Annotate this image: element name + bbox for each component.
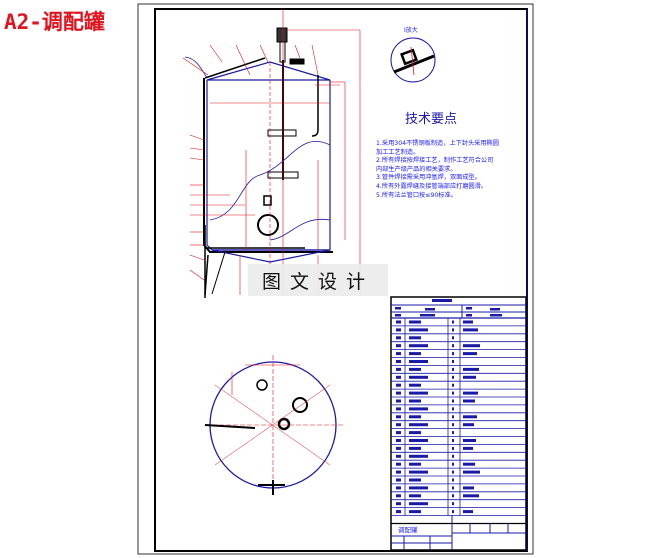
note-line: 5.所有法兰管口按≤90标准。 [376, 191, 457, 199]
outer-frame [137, 3, 534, 555]
tank-plan-view [204, 355, 345, 495]
note-line: 3.管件焊接需采用冲氩焊，双面成型。 [376, 174, 481, 182]
note-line: 2.所有焊接按焊接工艺，制作工艺符合公司 [376, 157, 494, 165]
tank-elevation [184, 27, 333, 298]
note-line: 内部生产级产品的相关要求。 [376, 165, 457, 173]
note-line: 1.采用304不锈钢板制造，上下封头采用椭圆 [376, 140, 499, 147]
dimension-lines [182, 10, 361, 295]
watermark: 图文设计 [248, 264, 388, 296]
note-line: 4.所有外露焊缝及接管端部应打磨圆滑。 [376, 182, 488, 190]
page-title: A2-调配罐 [4, 10, 105, 34]
detail-view-circle [390, 37, 436, 83]
bill-of-materials-table [390, 296, 527, 551]
detail-view-label: I放大 [404, 27, 418, 34]
note-line: 加工工艺制造。 [376, 148, 420, 156]
technical-notes-title: 技术要点 [405, 112, 458, 127]
technical-notes: 1.采用304不锈钢板制造，上下封头采用椭圆 加工工艺制造。 2.所有焊接按焊接… [376, 140, 526, 200]
title-block-name: 调配罐 [398, 526, 418, 534]
